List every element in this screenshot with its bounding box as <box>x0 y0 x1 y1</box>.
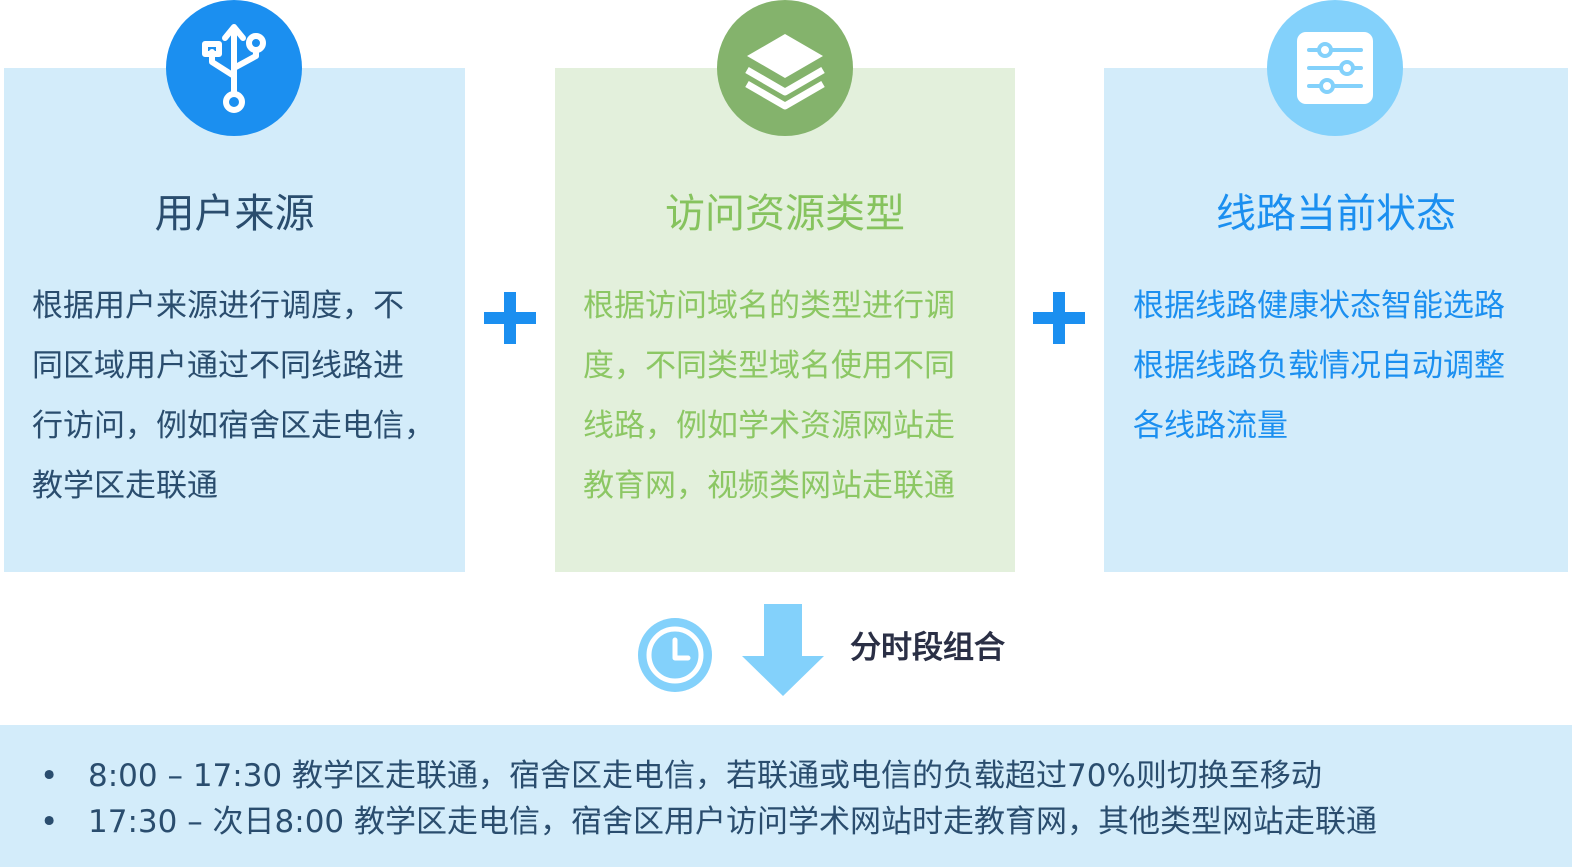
card-description: 根据用户来源进行调度，不 同区域用户通过不同线路进 行访问，例如宿舍区走电信， … <box>32 276 435 516</box>
usb-icon <box>166 0 302 136</box>
card-title: 线路当前状态 <box>1216 191 1456 237</box>
description-line: 根据线路健康状态智能选路 <box>1133 288 1505 324</box>
card-resource-type <box>555 68 1015 572</box>
clock-icon <box>638 618 712 692</box>
arrow-down-icon <box>742 604 824 696</box>
schedule-item: 17:30 – 次日8:00 教学区走电信，宿舍区用户访问学术网站时走教育网，其… <box>40 799 1377 845</box>
description-line: 根据访问域名的类型进行调 <box>583 288 955 324</box>
schedule-item: 8:00 – 17:30 教学区走联通，宿舍区走电信，若联通或电信的负载超过70… <box>40 753 1377 799</box>
card-user-source <box>4 68 465 572</box>
layers-icon <box>717 0 853 136</box>
card-description: 根据访问域名的类型进行调 度，不同类型域名使用不同 线路，例如学术资源网站走 教… <box>583 276 955 516</box>
combo-label: 分时段组合 <box>850 630 1005 666</box>
description-line: 教育网，视频类网站走联通 <box>583 468 955 504</box>
description-line: 根据线路负载情况自动调整 <box>1133 348 1505 384</box>
description-line: 线路，例如学术资源网站走 <box>583 408 955 444</box>
card-description: 根据线路健康状态智能选路 根据线路负载情况自动调整 各线路流量 <box>1133 276 1505 456</box>
description-line: 同区域用户通过不同线路进 <box>32 348 404 384</box>
description-line: 根据用户来源进行调度，不 <box>32 288 404 324</box>
description-line: 度，不同类型域名使用不同 <box>583 348 955 384</box>
plus-icon <box>484 292 536 344</box>
card-title: 访问资源类型 <box>665 191 905 237</box>
schedule-list: 8:00 – 17:30 教学区走联通，宿舍区走电信，若联通或电信的负载超过70… <box>40 753 1377 845</box>
card-line-status <box>1104 68 1568 572</box>
description-line: 各线路流量 <box>1133 408 1288 444</box>
plus-icon <box>1033 292 1085 344</box>
schedule-panel: 8:00 – 17:30 教学区走联通，宿舍区走电信，若联通或电信的负载超过70… <box>0 725 1572 867</box>
description-line: 教学区走联通 <box>32 468 218 504</box>
sliders-icon <box>1267 0 1403 136</box>
card-title: 用户来源 <box>154 191 315 237</box>
description-line: 行访问，例如宿舍区走电信， <box>32 408 435 444</box>
